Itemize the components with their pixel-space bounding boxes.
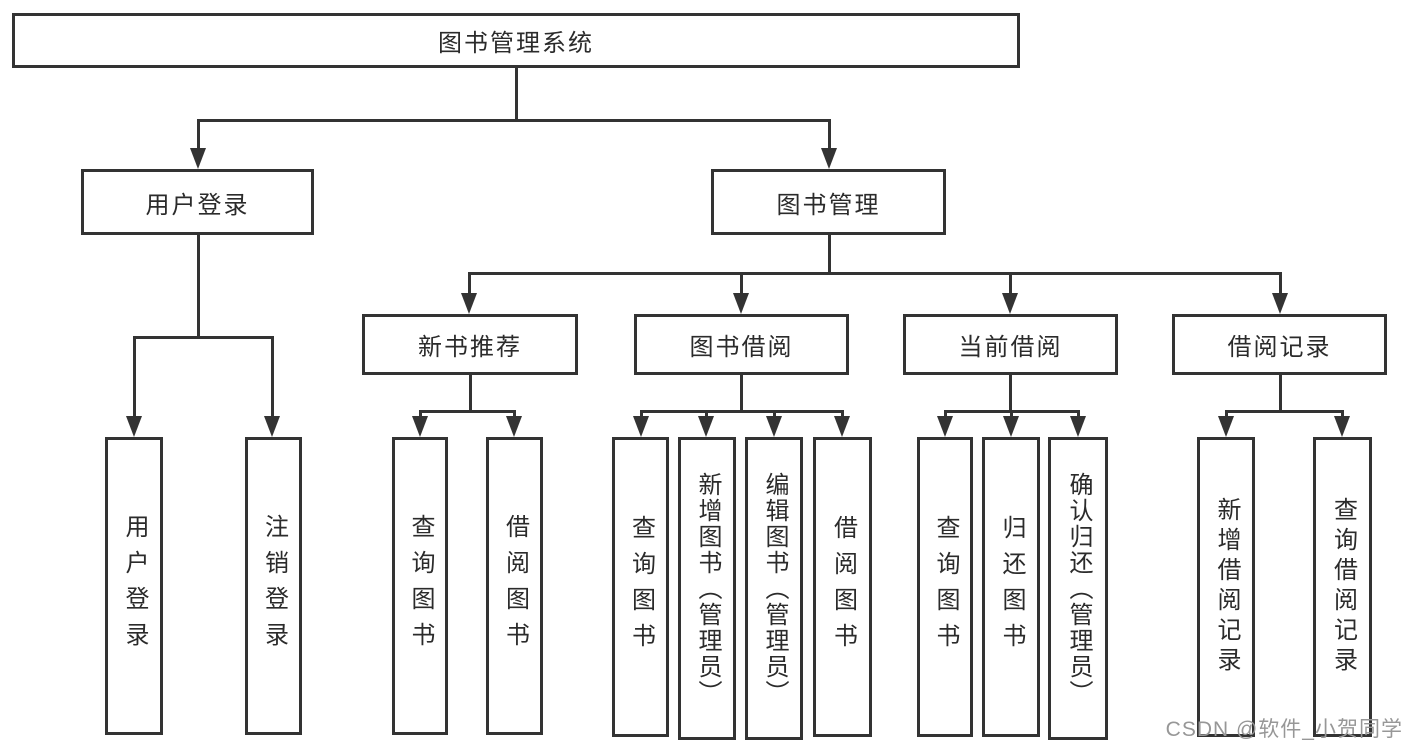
connector-line	[841, 410, 844, 420]
node-label: 查询图书	[407, 514, 434, 658]
node-label: 新书推荐	[418, 334, 522, 361]
node-v-query-borrow-record: 查询借阅记录	[1313, 437, 1372, 737]
node-label: 查询图书	[627, 515, 655, 659]
connector-line	[133, 336, 274, 339]
connector-line	[1225, 410, 1228, 420]
node-label: 用户登录	[145, 191, 250, 219]
arrow-down-icon	[1070, 416, 1086, 437]
node-root-library-system: 图书管理系统	[12, 13, 1020, 68]
node-label: 归还图书	[998, 515, 1025, 659]
connector-line	[197, 119, 200, 152]
node-label: 新增图书（管理员）	[694, 471, 721, 706]
connector-line	[1225, 410, 1344, 413]
connector-line	[1009, 375, 1012, 412]
arrow-down-icon	[937, 416, 953, 437]
connector-line	[468, 272, 1282, 275]
arrow-down-icon	[1334, 416, 1350, 437]
arrow-down-icon	[461, 293, 477, 314]
node-label: 图书借阅	[689, 334, 794, 361]
node-v-add-books-admin: 新增图书（管理员）	[678, 437, 736, 740]
arrow-down-icon	[633, 416, 649, 437]
connector-line	[1279, 375, 1282, 412]
arrow-down-icon	[264, 416, 280, 437]
node-new-book-recommend: 新书推荐	[362, 314, 578, 375]
node-book-management: 图书管理	[711, 169, 946, 235]
connector-line	[419, 410, 516, 413]
arrow-down-icon	[834, 416, 850, 437]
node-v-add-borrow-record: 新增借阅记录	[1197, 437, 1255, 737]
node-label: 确认归还（管理员）	[1065, 471, 1092, 706]
connector-line	[468, 272, 471, 298]
node-v-return-books: 归还图书	[982, 437, 1040, 737]
connector-line	[419, 410, 422, 420]
arrow-down-icon	[1003, 416, 1019, 437]
arrow-down-icon	[126, 416, 142, 437]
connector-line	[640, 410, 643, 420]
node-label: 注销登录	[260, 514, 288, 658]
arrow-down-icon	[1218, 416, 1234, 437]
node-v-edit-books-admin: 编辑图书（管理员）	[745, 437, 803, 740]
node-label: 新增借阅记录	[1213, 497, 1240, 677]
arrow-down-icon	[821, 148, 837, 169]
connector-line	[197, 235, 200, 338]
connector-line	[1010, 410, 1013, 420]
node-label: 借阅图书	[501, 514, 529, 658]
connector-line	[640, 410, 844, 413]
node-v-query-books-1: 查询图书	[392, 437, 448, 735]
node-label: 借阅图书	[829, 515, 857, 659]
connector-line	[740, 272, 743, 298]
connector-line	[515, 68, 518, 121]
node-label: 编辑图书（管理员）	[761, 471, 788, 706]
arrow-down-icon	[698, 416, 714, 437]
node-v-borrow-books-1: 借阅图书	[486, 437, 543, 735]
connector-line	[773, 410, 776, 420]
connector-line	[1009, 272, 1012, 298]
node-v-borrow-books-2: 借阅图书	[813, 437, 872, 737]
node-label: 图书管理	[776, 191, 881, 219]
csdn-watermark: CSDN @软件_小贺同学	[1165, 718, 1403, 741]
arrow-down-icon	[733, 293, 749, 314]
connector-line	[828, 235, 831, 275]
connector-line	[740, 375, 743, 412]
node-current-borrowing: 当前借阅	[903, 314, 1118, 375]
connector-line	[944, 410, 947, 420]
node-label: 查询借阅记录	[1329, 497, 1357, 677]
connector-line	[1279, 272, 1282, 298]
node-v-query-books-3: 查询图书	[917, 437, 973, 737]
arrow-down-icon	[1002, 293, 1018, 314]
connector-line	[1077, 410, 1080, 420]
arrow-down-icon	[506, 416, 522, 437]
connector-line	[469, 375, 472, 412]
connector-line	[828, 119, 831, 152]
connector-line	[133, 336, 136, 420]
connector-line	[271, 336, 274, 420]
node-label: 借阅记录	[1227, 334, 1332, 361]
node-v-user-login: 用户登录	[105, 437, 163, 735]
node-v-query-books-2: 查询图书	[612, 437, 669, 737]
connector-line	[705, 410, 708, 420]
node-label: 图书管理系统	[438, 30, 594, 57]
node-v-logout: 注销登录	[245, 437, 302, 735]
arrow-down-icon	[766, 416, 782, 437]
arrow-down-icon	[190, 148, 206, 169]
node-v-confirm-return-admin: 确认归还（管理员）	[1048, 437, 1108, 740]
connector-line	[513, 410, 516, 420]
node-label: 用户登录	[121, 514, 148, 658]
arrow-down-icon	[1272, 293, 1288, 314]
connector-line	[1341, 410, 1344, 420]
node-user-login: 用户登录	[81, 169, 314, 235]
node-book-borrowing: 图书借阅	[634, 314, 849, 375]
connector-line	[197, 119, 831, 122]
node-borrowing-records: 借阅记录	[1172, 314, 1387, 375]
arrow-down-icon	[412, 416, 428, 437]
node-label: 当前借阅	[958, 334, 1063, 361]
node-label: 查询图书	[932, 515, 959, 659]
